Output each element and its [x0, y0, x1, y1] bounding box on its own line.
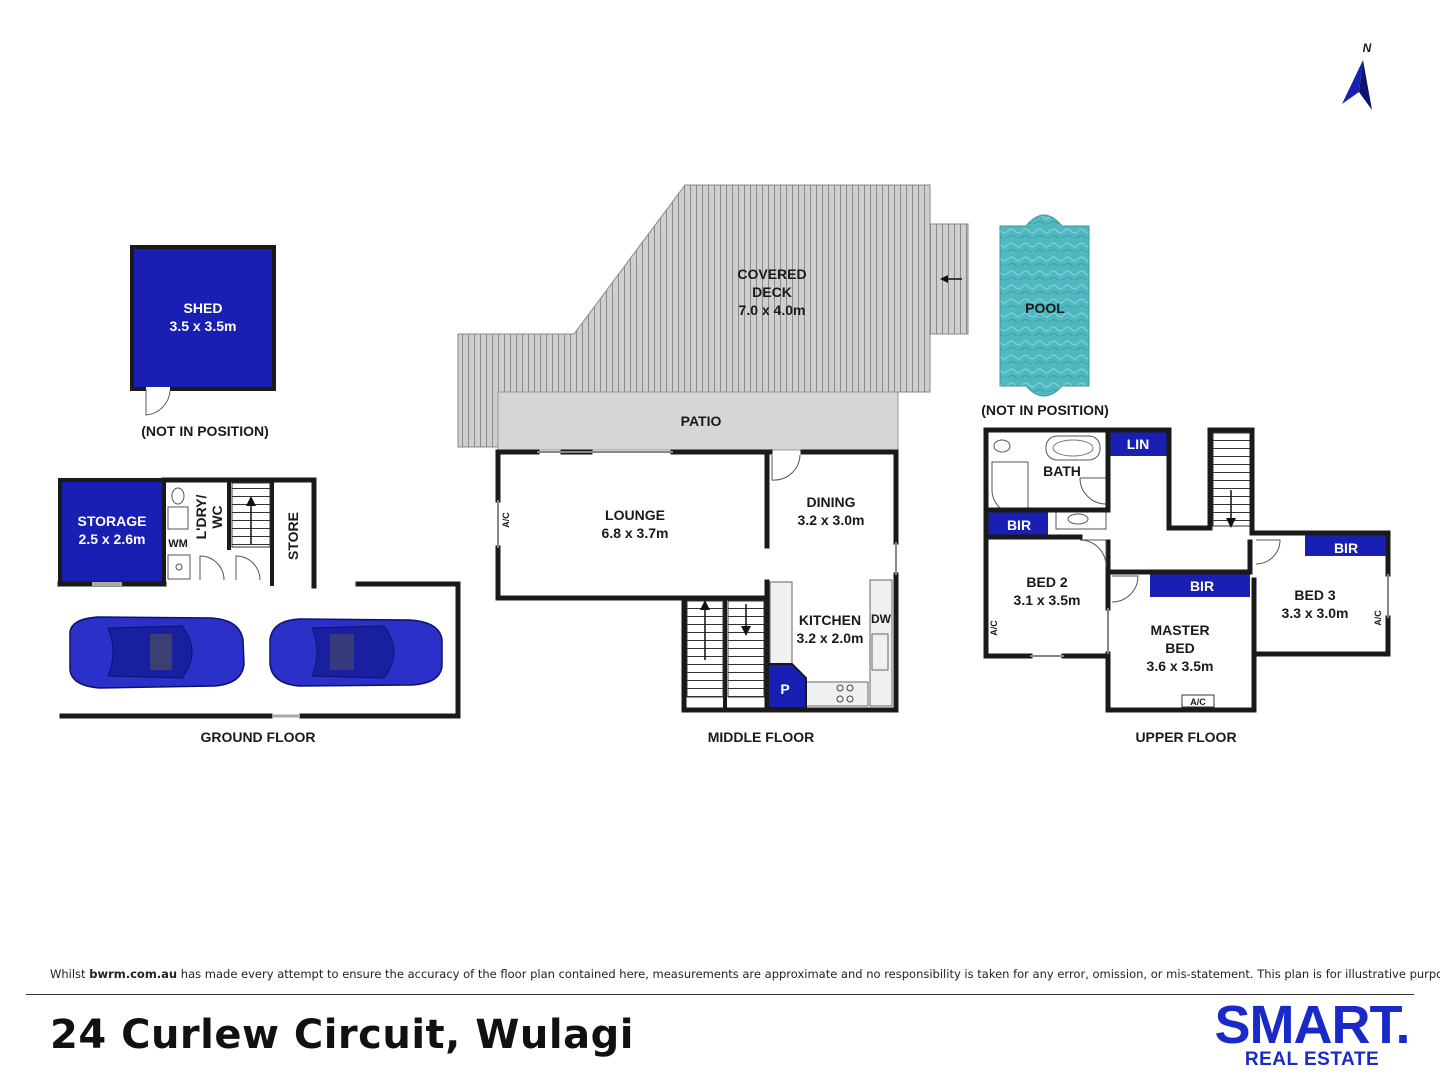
laundry-line1: L'DRY/: [193, 494, 209, 539]
master-line1: MASTER: [1150, 622, 1209, 638]
lin-label: LIN: [1127, 436, 1150, 452]
brand-main: SMART.: [1214, 995, 1411, 1055]
bed3-ac-label: A/C: [1373, 610, 1383, 626]
disclaimer-prefix: Whilst: [50, 967, 86, 981]
pantry-label: P: [780, 681, 789, 697]
dw-label: DW: [871, 612, 892, 626]
middle-floor-plan: COVERED DECK 7.0 x 4.0m PATIO: [457, 184, 969, 745]
laundry-line2: WC: [209, 505, 225, 528]
bath-label: BATH: [1043, 463, 1081, 479]
storage-dims: 2.5 x 2.6m: [79, 531, 146, 547]
master-ac-label: A/C: [1190, 697, 1206, 707]
disclaimer: Whilst bwrm.com.au has made every attemp…: [50, 967, 1440, 981]
bir-master-label: BIR: [1190, 578, 1214, 594]
brand-sub: REAL ESTATE: [1244, 1049, 1380, 1070]
dining-dims: 3.2 x 3.0m: [798, 512, 865, 528]
car-icon: [69, 616, 245, 689]
dining-name: DINING: [807, 494, 856, 510]
lounge-dims: 6.8 x 3.7m: [602, 525, 669, 541]
middle-floor-title: MIDDLE FLOOR: [708, 729, 815, 745]
lounge-name: LOUNGE: [605, 507, 665, 523]
brand-logo: SMART. REAL ESTATE: [1200, 996, 1424, 1070]
wm-label: WM: [168, 538, 188, 550]
upper-floor-title: UPPER FLOOR: [1135, 729, 1236, 745]
kitchen-name: KITCHEN: [799, 612, 861, 628]
shed-name: SHED: [184, 300, 223, 316]
shed-dims: 3.5 x 3.5m: [170, 318, 237, 334]
patio-label: PATIO: [681, 413, 722, 429]
shed: SHED 3.5 x 3.5m (NOT IN POSITION): [130, 245, 276, 439]
north-label: N: [1363, 41, 1372, 55]
bed2-dims: 3.1 x 3.5m: [1014, 592, 1081, 608]
deck-line2: DECK: [752, 284, 792, 300]
master-line2: BED: [1165, 640, 1195, 656]
store-label: STORE: [285, 512, 301, 560]
bed3-name: BED 3: [1294, 587, 1335, 603]
bed2-ac-label: A/C: [989, 620, 999, 636]
bir-bed3-label: BIR: [1334, 540, 1358, 556]
deck-dims: 7.0 x 4.0m: [739, 302, 806, 318]
pool-label: POOL: [1025, 300, 1065, 316]
deck-line1: COVERED: [737, 266, 806, 282]
disclaimer-rest: has made every attempt to ensure the acc…: [180, 967, 1440, 981]
upper-floor-plan: LIN BIR BIR BIR A/C: [983, 427, 1391, 745]
property-address: 24 Curlew Circuit, Wulagi: [50, 1012, 634, 1058]
master-dims: 3.6 x 3.5m: [1147, 658, 1214, 674]
pool: POOL (NOT IN POSITION): [981, 214, 1109, 418]
lounge-ac-label: A/C: [501, 512, 511, 528]
disclaimer-site: bwrm.com.au: [89, 967, 178, 981]
storage-name: STORAGE: [78, 513, 147, 529]
shed-note: (NOT IN POSITION): [141, 423, 269, 439]
bed2-name: BED 2: [1026, 574, 1067, 590]
north-arrow-icon: N: [1342, 41, 1372, 110]
bed3-dims: 3.3 x 3.0m: [1282, 605, 1349, 621]
ground-floor-title: GROUND FLOOR: [200, 729, 315, 745]
ground-floor-plan: STORAGE 2.5 x 2.6m WM L'DRY/ WC STORE: [57, 477, 461, 745]
bir-bed2-label: BIR: [1007, 517, 1031, 533]
pool-note: (NOT IN POSITION): [981, 402, 1109, 418]
kitchen-dims: 3.2 x 2.0m: [797, 630, 864, 646]
car-icon: [269, 618, 443, 687]
footer-divider: [26, 994, 1414, 995]
